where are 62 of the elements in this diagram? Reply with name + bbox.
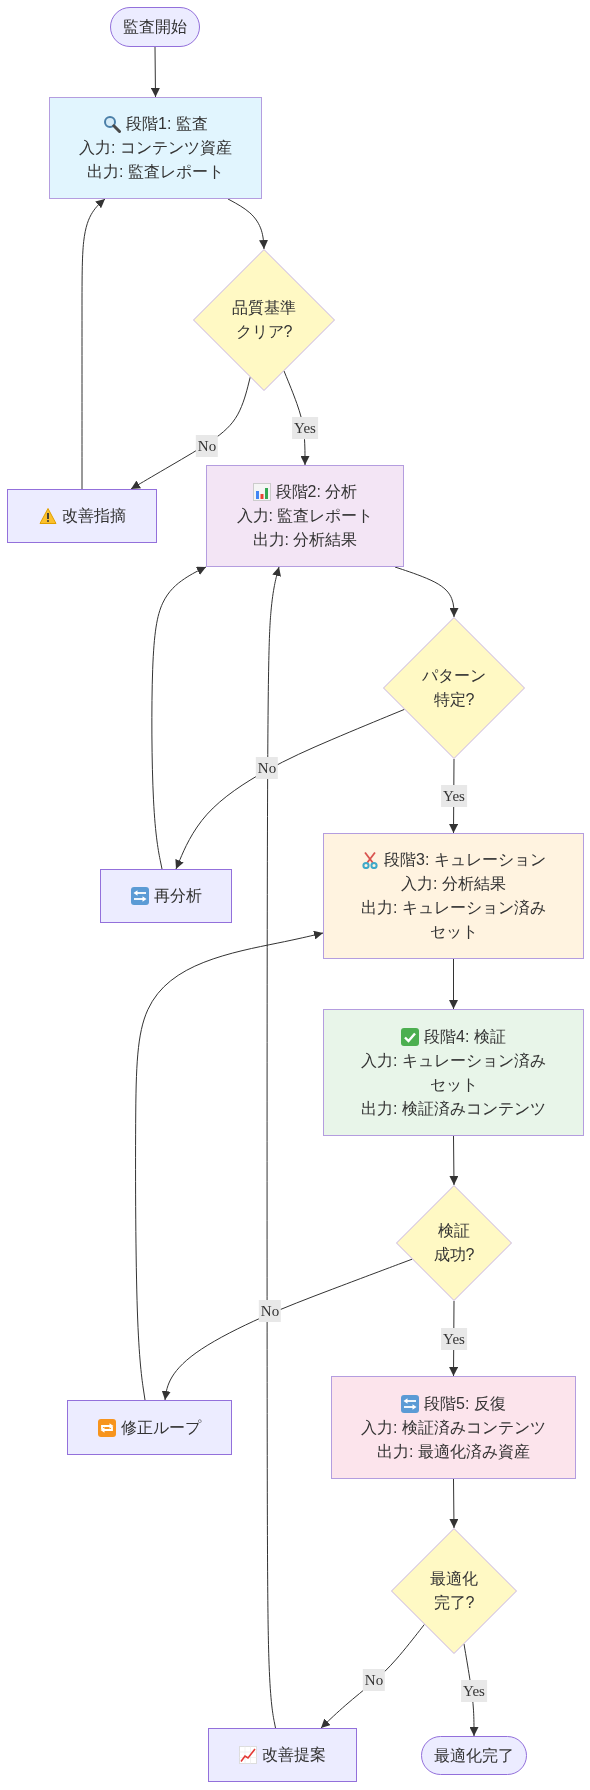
stage-detail: 入力: コンテンツ資産 xyxy=(79,138,232,158)
decision-diamond xyxy=(396,1185,512,1301)
process-box xyxy=(323,833,584,959)
arrow xyxy=(150,46,160,98)
terminal-node xyxy=(421,1736,527,1775)
decision-diamond xyxy=(383,617,525,759)
stage-detail: 出力: 検証済みコンテンツ xyxy=(361,1098,546,1119)
edge-label: Yes xyxy=(441,785,467,807)
stage-heading: 段階3: キュレーション xyxy=(384,850,546,870)
arrow xyxy=(394,566,459,618)
arrow xyxy=(81,198,106,490)
process-box xyxy=(208,1728,357,1782)
arrow xyxy=(135,930,324,1401)
step-label: 改善提案 xyxy=(262,1745,326,1765)
edge-label: No xyxy=(258,1300,282,1322)
terminal-node xyxy=(110,7,200,47)
step-label: 再分析 xyxy=(153,886,202,906)
decision-label: 検証成功? xyxy=(432,1221,476,1265)
stage-detail: 入力: 分析結果 xyxy=(401,874,506,894)
decision-label: 品質基準クリア? xyxy=(231,298,297,342)
arrow xyxy=(227,198,268,250)
arrow xyxy=(130,376,251,490)
arrow xyxy=(151,566,207,870)
stage-detail: 出力: 監査レポート xyxy=(87,162,224,182)
process-box xyxy=(100,869,232,923)
decision-diamond xyxy=(391,1528,517,1654)
edge-label: Yes xyxy=(292,417,318,439)
process-box xyxy=(7,489,157,543)
arrow xyxy=(161,1258,413,1401)
stage-heading: 段階4: 検証 xyxy=(424,1026,506,1047)
stage-detail: 入力: 検証済みコンテンツ xyxy=(361,1417,546,1438)
stage-detail: 入力: 監査レポート xyxy=(236,506,374,526)
stage-heading: 段階1: 監査 xyxy=(126,114,208,134)
decision-diamond xyxy=(193,249,335,391)
edge-label: Yes xyxy=(461,1680,487,1702)
edge-label: No xyxy=(362,1669,386,1691)
terminal-label: 最適化完了 xyxy=(434,1745,514,1766)
edge-label: Yes xyxy=(441,1328,467,1350)
process-box xyxy=(206,465,404,567)
stage-heading: 段階5: 反復 xyxy=(424,1393,506,1414)
stage-detail: 入力: キュレーション済みセット xyxy=(360,1050,547,1095)
arrow xyxy=(266,566,281,1729)
process-box xyxy=(67,1400,232,1455)
process-box xyxy=(49,97,262,199)
stage-detail: 出力: キュレーション済みセット xyxy=(360,898,547,942)
arrow xyxy=(175,708,405,870)
stage-detail: 出力: 分析結果 xyxy=(252,530,358,550)
edge-label: No xyxy=(195,435,219,457)
step-label: 改善指摘 xyxy=(61,506,126,526)
decision-label: 最適化完了? xyxy=(429,1569,479,1613)
stage-heading: 段階2: 分析 xyxy=(275,482,358,502)
arrow xyxy=(449,1478,459,1529)
edge-label: No xyxy=(255,757,279,779)
arrow xyxy=(449,1135,459,1186)
arrow xyxy=(449,958,458,1010)
process-box xyxy=(323,1009,584,1136)
stage-detail: 出力: 最適化済み資産 xyxy=(377,1441,530,1462)
step-label: 修正ループ xyxy=(121,1417,201,1438)
terminal-label: 監査開始 xyxy=(123,17,187,37)
arrow xyxy=(320,1623,425,1729)
decision-label: パターン特定? xyxy=(421,666,487,710)
process-box xyxy=(331,1376,576,1479)
